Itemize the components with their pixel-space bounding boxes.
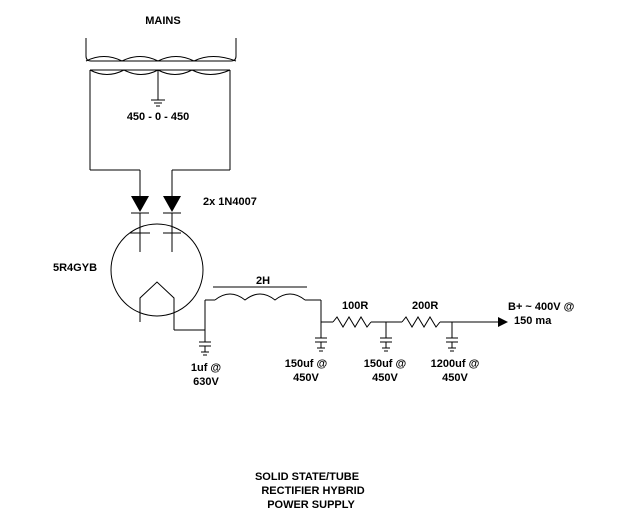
transformer-secondary	[89, 69, 231, 171]
transformer-primary	[85, 38, 237, 62]
capacitor-1-label-line1: 1uf @	[190, 362, 222, 374]
resistor-100r-icon	[321, 316, 402, 328]
resistor-1-label: 100R	[342, 300, 369, 312]
tube-label: 5R4GYB	[53, 262, 98, 274]
cathode-wire	[174, 299, 215, 336]
capacitor-2-label-line2: 450V	[293, 372, 319, 384]
title-line3: POWER SUPPLY	[267, 499, 355, 511]
resistor-200r-icon	[401, 316, 508, 328]
resistor-2-label: 200R	[412, 300, 439, 312]
capacitor-1-label-line2: 630V	[193, 376, 219, 388]
output-label-line2: 150 ma	[514, 315, 552, 327]
diode-1-icon	[131, 170, 149, 233]
capacitor-2-label-line1: 150uf @	[284, 358, 328, 370]
diodes-label: 2x 1N4007	[203, 196, 257, 208]
capacitor-4-label-line2: 450V	[442, 372, 468, 384]
title-line2: RECTIFIER HYBRID	[261, 485, 365, 497]
title-line1: SOLID STATE/TUBE	[254, 471, 360, 483]
capacitor-3-label-line2: 450V	[372, 372, 398, 384]
choke-label: 2H	[256, 275, 271, 287]
capacitor-3-label-line1: 150uf @	[363, 358, 407, 370]
center-tap-ground-icon	[151, 70, 165, 107]
rectifier-tube-icon	[110, 223, 204, 330]
secondary-voltage-label: 450 - 0 - 450	[126, 111, 190, 123]
capacitor-4-icon	[446, 322, 458, 352]
output-label-line1: B+ ~ 400V @	[508, 301, 575, 313]
capacitor-1-icon	[199, 336, 211, 356]
capacitor-2-icon	[315, 322, 327, 352]
choke-inductor-icon	[213, 286, 322, 322]
output-arrow-icon	[498, 317, 508, 327]
mains-label: MAINS	[145, 15, 181, 27]
capacitor-4-label-line1: 1200uf @	[430, 358, 480, 370]
diode-2-icon	[163, 170, 181, 233]
capacitor-3-icon	[380, 322, 392, 352]
